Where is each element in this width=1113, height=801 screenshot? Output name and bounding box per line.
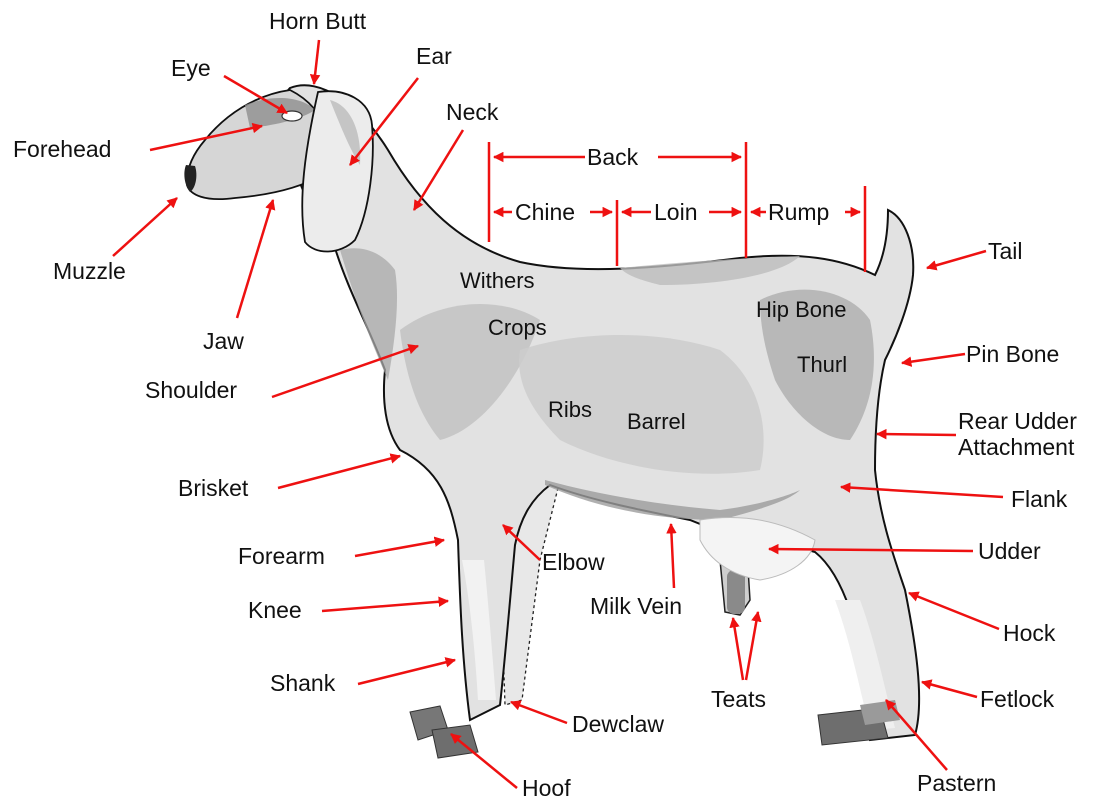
- label-loin: Loin: [654, 201, 697, 224]
- label-tail: Tail: [988, 240, 1023, 263]
- label-hock: Hock: [1003, 622, 1055, 645]
- arrow-muzzle: [113, 198, 177, 256]
- label-crops: Crops: [488, 317, 547, 339]
- label-rear-udder-line1: Rear Udder: [958, 409, 1077, 435]
- arrow-jaw: [237, 200, 273, 318]
- label-eye: Eye: [171, 57, 211, 80]
- label-withers: Withers: [460, 270, 535, 292]
- front-near-hoof: [432, 725, 478, 758]
- label-milk-vein: Milk Vein: [590, 595, 682, 618]
- label-muzzle: Muzzle: [53, 260, 126, 283]
- label-rump: Rump: [768, 201, 829, 224]
- arrow-fetlock: [922, 682, 977, 697]
- label-rear-udder-attachment: Rear Udder Attachment: [958, 409, 1077, 461]
- arrow-teat-right: [746, 612, 758, 680]
- label-horn-butt: Horn Butt: [269, 10, 366, 33]
- label-knee: Knee: [248, 599, 302, 622]
- arrow-neck: [414, 130, 463, 210]
- arrow-brisket: [278, 456, 400, 488]
- arrow-horn-butt: [314, 40, 319, 84]
- arrow-hock: [909, 593, 999, 629]
- arrow-milk-vein: [671, 524, 674, 588]
- label-udder: Udder: [978, 540, 1041, 563]
- arrow-hoof: [451, 734, 517, 788]
- arrow-rear-udder-attachment: [877, 434, 956, 435]
- shading-neck: [340, 248, 397, 380]
- label-back: Back: [587, 146, 638, 169]
- label-elbow: Elbow: [542, 551, 605, 574]
- label-brisket: Brisket: [178, 477, 248, 500]
- label-teats: Teats: [711, 688, 766, 711]
- label-neck: Neck: [446, 101, 498, 124]
- label-forearm: Forearm: [238, 545, 325, 568]
- arrow-dewclaw: [511, 702, 567, 723]
- arrow-pin-bone: [902, 354, 965, 363]
- teat-left: [727, 570, 745, 614]
- label-jaw: Jaw: [203, 330, 244, 353]
- label-shank: Shank: [270, 672, 335, 695]
- arrow-shank: [358, 660, 455, 684]
- label-barrel: Barrel: [627, 411, 686, 433]
- label-pastern: Pastern: [917, 772, 996, 795]
- label-fetlock: Fetlock: [980, 688, 1054, 711]
- label-dewclaw: Dewclaw: [572, 713, 664, 736]
- arrow-tail: [927, 251, 986, 268]
- arrow-teat-left: [733, 618, 743, 680]
- label-hip-bone: Hip Bone: [756, 299, 847, 321]
- label-shoulder: Shoulder: [145, 379, 237, 402]
- label-ear: Ear: [416, 45, 452, 68]
- label-flank: Flank: [1011, 488, 1067, 511]
- label-ribs: Ribs: [548, 399, 592, 421]
- label-chine: Chine: [515, 201, 575, 224]
- label-hoof: Hoof: [522, 777, 571, 800]
- label-pin-bone: Pin Bone: [966, 343, 1059, 366]
- arrow-knee: [322, 601, 448, 611]
- label-forehead: Forehead: [13, 138, 111, 161]
- arrow-forearm: [355, 540, 444, 556]
- label-thurl: Thurl: [797, 354, 847, 376]
- label-rear-udder-line2: Attachment: [958, 435, 1077, 461]
